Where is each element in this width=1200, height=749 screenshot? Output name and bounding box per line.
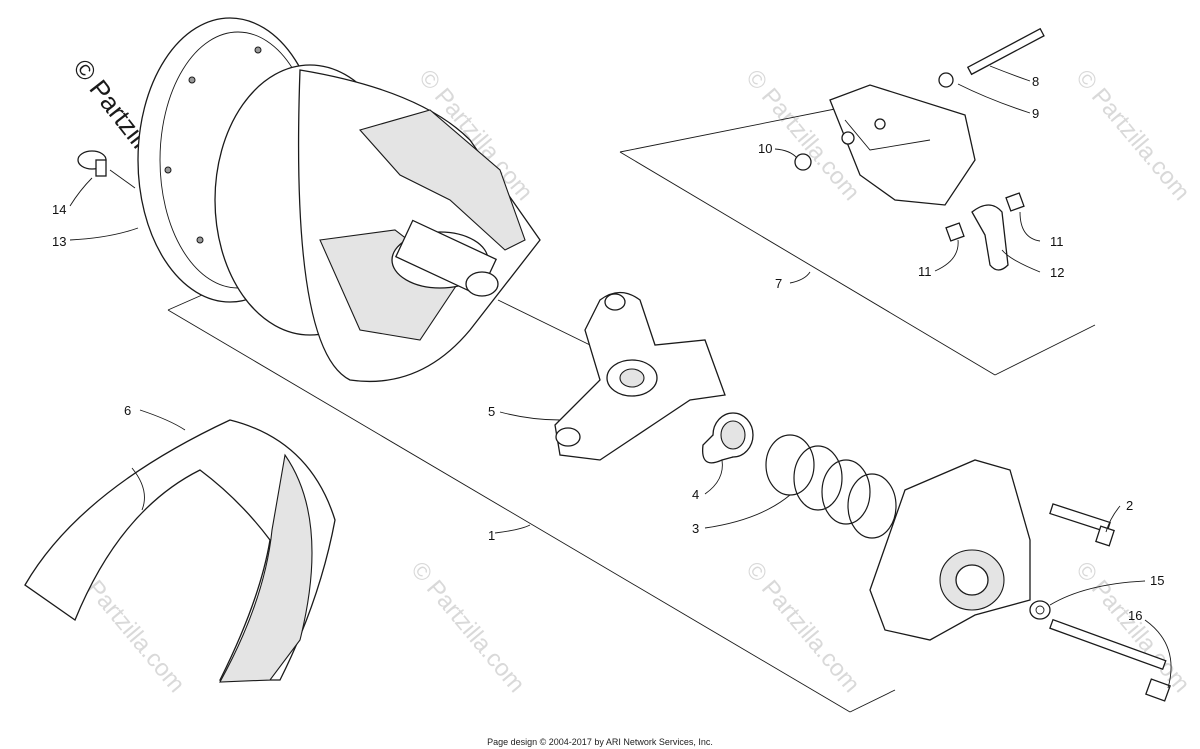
watermark: © Partzilla.com — [1070, 65, 1195, 206]
callout-5: 5 — [488, 404, 495, 419]
watermark: © Partzilla.com — [740, 557, 865, 698]
watermark: © Partzilla.com — [1070, 557, 1195, 698]
callout-11: 11 — [1050, 234, 1064, 249]
callout-3: 3 — [692, 521, 699, 536]
callout-2: 2 — [1126, 498, 1133, 513]
cam-arm-assembly-part-7 — [829, 84, 976, 206]
callout-12: 12 — [1050, 265, 1064, 280]
callout-7: 7 — [775, 276, 782, 291]
cover-plate — [869, 459, 1031, 641]
pin-part-8 — [966, 27, 1045, 76]
drive-clutch-part-1 — [214, 64, 591, 383]
spider-arm-part-5 — [554, 291, 726, 461]
assembly-bracket-7 — [619, 101, 1096, 376]
screw-part-14 — [77, 150, 136, 189]
callout-13: 13 — [52, 234, 66, 249]
washer-part-9 — [938, 72, 954, 88]
callout-1: 1 — [488, 528, 495, 543]
callout-9: 9 — [1032, 106, 1039, 121]
callout-15: 15 — [1150, 573, 1164, 588]
watermark: © Partzilla.com — [405, 557, 530, 698]
callout-16: 16 — [1128, 608, 1142, 623]
callout-14: 14 — [52, 202, 66, 217]
nut-part-10 — [794, 153, 812, 171]
footer-copyright: Page design © 2004-2017 by ARI Network S… — [487, 737, 713, 747]
flyweight-part-12 — [971, 204, 1009, 271]
callout-10: 10 — [758, 141, 772, 156]
washer-part-11 — [945, 192, 1025, 242]
spring-part-3 — [765, 434, 897, 539]
callouts: 14 13 6 5 4 3 1 2 15 16 8 9 10 11 11 12 … — [52, 74, 1164, 623]
washer-part-15 — [1029, 600, 1051, 620]
bushing-part-4 — [701, 412, 754, 464]
leader-lines — [69, 65, 1172, 689]
drive-belt-part-6 — [24, 419, 336, 683]
callout-11: 11 — [918, 264, 932, 279]
callout-6: 6 — [124, 403, 131, 418]
long-bolt-part-16 — [1049, 618, 1171, 702]
callout-4: 4 — [692, 487, 699, 502]
callout-8: 8 — [1032, 74, 1039, 89]
bolt-part-2 — [1049, 503, 1115, 547]
